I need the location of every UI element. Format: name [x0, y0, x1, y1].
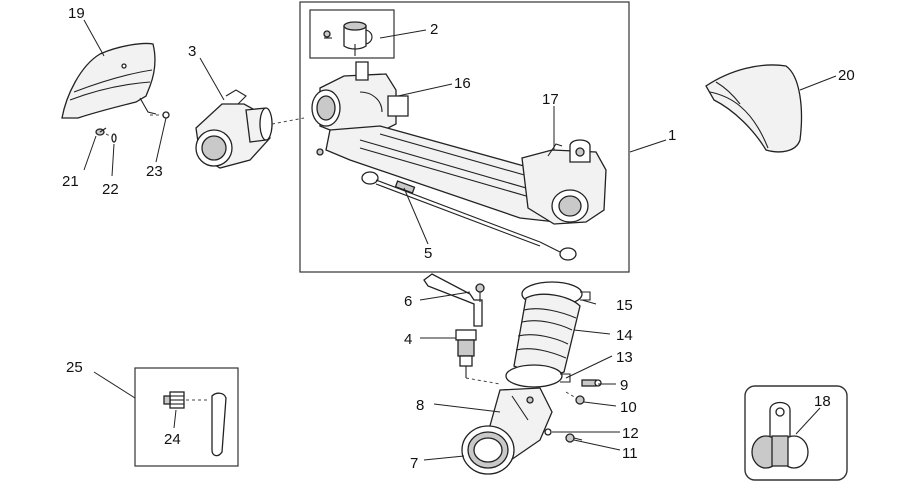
callout-labels: 19 3 2 16 17 1 20 5 21 22 23 6 4 15 14 1… [62, 5, 855, 472]
throttle-body-part-16 [311, 44, 409, 156]
cover-part-20 [705, 64, 803, 153]
throttle-body-part-17 [521, 139, 607, 225]
callout-12: 12 [622, 425, 639, 442]
callout-9: 9 [620, 377, 628, 394]
callout-13: 13 [616, 349, 633, 366]
grommet-part-18 [751, 401, 809, 469]
callout-11: 11 [622, 445, 638, 462]
detail-frame-part-25 [134, 367, 239, 467]
bracket-part-6 [423, 273, 485, 327]
linkage-rod-part-5 [361, 171, 577, 261]
fuel-rail-part-1 [325, 125, 575, 223]
nut-part-10 [565, 391, 585, 405]
callout-17: 17 [542, 91, 559, 108]
callout-25: 25 [66, 359, 83, 376]
sleeve-part-14 [513, 293, 581, 376]
strap-part-25 [211, 392, 227, 457]
callout-20: 20 [838, 67, 855, 84]
callout-22: 22 [102, 181, 119, 198]
callout-15: 15 [616, 297, 633, 314]
callout-6: 6 [404, 293, 412, 310]
detail-frame-part-2 [309, 9, 395, 59]
screw-part-11 [565, 433, 583, 443]
intake-manifold-part-3 [195, 89, 305, 169]
detail-frame-part-18 [744, 385, 848, 481]
callout-3: 3 [188, 43, 196, 60]
callout-7: 7 [410, 455, 418, 472]
callout-16: 16 [454, 75, 471, 92]
callout-1: 1 [668, 127, 676, 144]
screw-part-21 [95, 127, 107, 136]
bushing-part-24 [163, 391, 208, 409]
bolt-part-9 [581, 379, 602, 387]
callout-23: 23 [146, 163, 163, 180]
leader-lines [83, 19, 837, 461]
washer-part-22 [105, 133, 117, 143]
clamp-part-13 [505, 364, 571, 388]
callout-21: 21 [62, 173, 79, 190]
callout-19: 19 [68, 5, 85, 22]
callout-14: 14 [616, 327, 633, 344]
cover-part-19 [61, 42, 157, 119]
callout-4: 4 [404, 331, 412, 348]
injector-part-4 [455, 329, 501, 385]
callout-18: 18 [814, 393, 831, 410]
washer-part-12 [544, 428, 552, 436]
cap-part-2 [323, 21, 373, 50]
flange-part-7 [461, 425, 515, 475]
callout-5: 5 [424, 245, 432, 262]
callout-10: 10 [620, 399, 637, 416]
callout-24: 24 [164, 431, 181, 448]
callout-8: 8 [416, 397, 424, 414]
throttle-assembly-frame [299, 1, 630, 273]
callout-2: 2 [430, 21, 438, 38]
